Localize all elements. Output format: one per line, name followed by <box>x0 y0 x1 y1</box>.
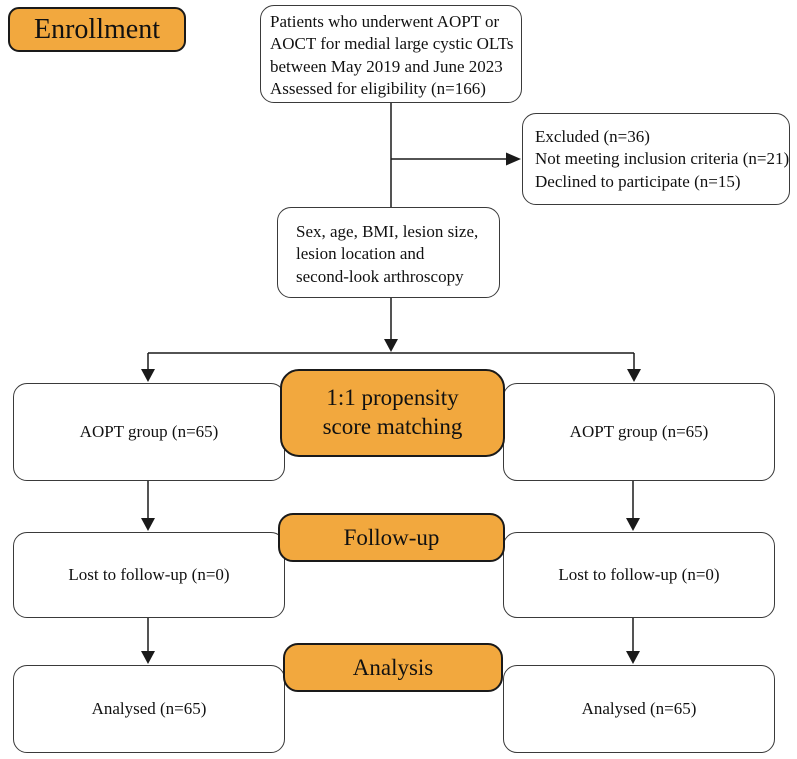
excluded-box: Excluded (n=36) Not meeting inclusion cr… <box>522 113 790 205</box>
lost-right-box: Lost to follow-up (n=0) <box>503 532 775 618</box>
lost-left-box: Lost to follow-up (n=0) <box>13 532 285 618</box>
matching-variables-line-2: lesion location and <box>296 244 425 264</box>
matching-variables-line-3: second-look arthroscopy <box>296 266 464 286</box>
matching-variables-box: Sex, age, BMI, lesion size, lesion locat… <box>277 207 500 298</box>
analysis-stage-label-text: Analysis <box>352 654 434 680</box>
psm-line-2: score matching <box>322 414 463 439</box>
enrollment-stage-label: Enrollment <box>8 7 186 52</box>
eligibility-line-3: between May 2019 and June 2023 <box>270 56 503 76</box>
followup-stage-label-text: Follow-up <box>343 524 440 550</box>
followup-stage-label: Follow-up <box>278 513 505 562</box>
arrowhead-right-lost <box>626 518 640 531</box>
arrowhead-split <box>384 339 398 352</box>
eligibility-line-2: AOCT for medial large cystic OLTs <box>270 34 514 54</box>
enrollment-stage-label-text: Enrollment <box>34 13 160 45</box>
lost-right-label: Lost to follow-up (n=0) <box>558 565 720 584</box>
arrowhead-excluded <box>506 152 521 166</box>
group-right-box: AOPT group (n=65) <box>503 383 775 481</box>
group-left-label: AOPT group (n=65) <box>79 422 219 441</box>
analysis-stage-label: Analysis <box>283 643 503 692</box>
matching-variables-line-1: Sex, age, BMI, lesion size, <box>296 222 479 241</box>
excluded-line-1: Excluded (n=36) <box>535 127 650 146</box>
analysed-right-box: Analysed (n=65) <box>503 665 775 753</box>
arrowhead-right-analysed <box>626 651 640 664</box>
lost-left-label: Lost to follow-up (n=0) <box>68 565 230 584</box>
eligibility-box: Patients who underwent AOPT or AOCT for … <box>260 5 522 103</box>
group-left-box: AOPT group (n=65) <box>13 383 285 481</box>
analysed-right-label: Analysed (n=65) <box>581 699 697 718</box>
excluded-line-3: Declined to participate (n=15) <box>535 171 741 191</box>
arrowhead-left-analysed <box>141 651 155 664</box>
excluded-line-2: Not meeting inclusion criteria (n=21) <box>535 149 790 169</box>
arrowhead-right-group <box>627 369 641 382</box>
arrowhead-left-group <box>141 369 155 382</box>
group-right-label: AOPT group (n=65) <box>569 422 709 441</box>
analysed-left-box: Analysed (n=65) <box>13 665 285 753</box>
eligibility-line-1: Patients who underwent AOPT or <box>270 12 500 31</box>
eligibility-line-4: Assessed for eligibility (n=166) <box>270 79 486 99</box>
analysed-left-label: Analysed (n=65) <box>91 699 207 718</box>
psm-line-1: 1:1 propensity <box>326 385 459 411</box>
arrowhead-left-lost <box>141 518 155 531</box>
propensity-matching-box: 1:1 propensity score matching <box>280 369 505 457</box>
